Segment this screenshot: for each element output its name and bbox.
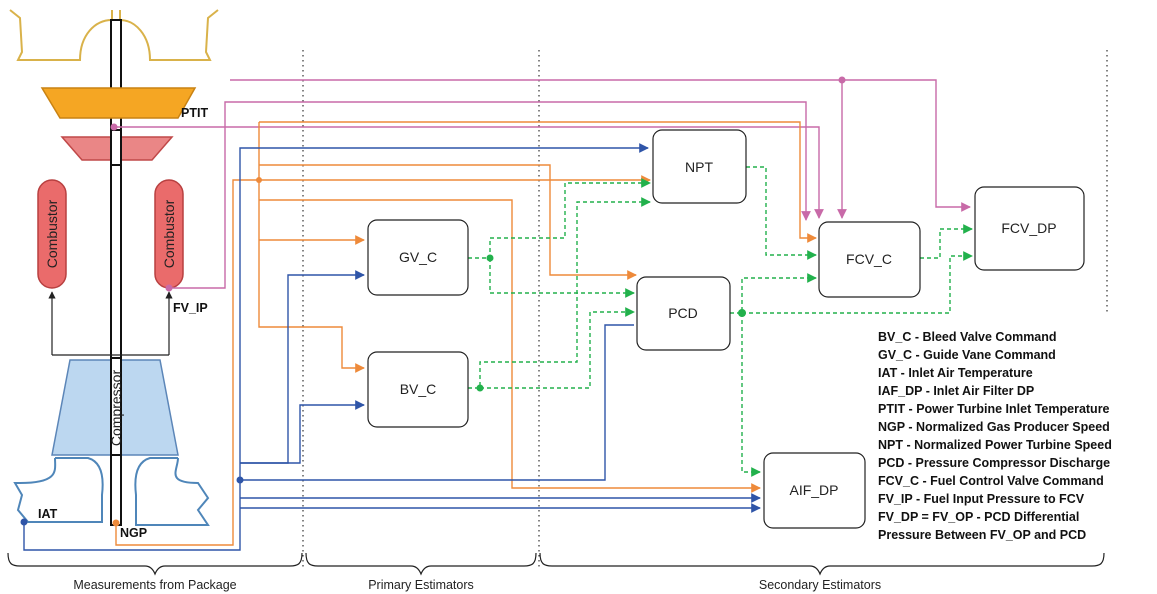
bv-c-label: BV_C	[400, 381, 437, 397]
gv-c-label: GV_C	[399, 249, 437, 265]
box-fcv-c: FCV_C	[818, 221, 921, 298]
legend-item: IAF_DP - Inlet Air Filter DP	[878, 384, 1034, 398]
ngp-label: NGP	[120, 526, 147, 540]
legend-item: NPT - Normalized Power Turbine Speed	[878, 438, 1112, 452]
ngp-signal-lines	[115, 121, 817, 546]
section-secondary-label: Secondary Estimators	[759, 578, 881, 592]
ptit-signal-lines	[114, 79, 971, 289]
legend-item: GV_C - Guide Vane Command	[878, 348, 1056, 362]
legend: BV_C - Bleed Valve Command GV_C - Guide …	[878, 330, 1112, 542]
fv-ip-label: FV_IP	[173, 301, 208, 315]
legend-item: NGP - Normalized Gas Producer Speed	[878, 420, 1110, 434]
power-turbine	[40, 87, 197, 119]
legend-item: IAT - Inlet Air Temperature	[878, 366, 1033, 380]
ptit-label: PTIT	[181, 106, 208, 120]
combustor-left-label: Combustor	[44, 199, 60, 268]
legend-item: Pressure Between FV_OP and PCD	[878, 528, 1086, 542]
combustor-right: Combustor	[154, 179, 184, 289]
aif-dp-label: AIF_DP	[789, 482, 838, 498]
npt-label: NPT	[685, 159, 713, 175]
section-primary-label: Primary Estimators	[368, 578, 474, 592]
exhaust-ducts	[9, 9, 219, 61]
box-fcv-dp: FCV_DP	[974, 186, 1085, 271]
legend-item: BV_C - Bleed Valve Command	[878, 330, 1057, 344]
section-braces	[7, 552, 1105, 576]
iat-label: IAT	[38, 507, 58, 521]
iat-signal-lines	[23, 143, 761, 551]
box-pcd: PCD	[636, 276, 731, 351]
pcd-label: PCD	[668, 305, 698, 321]
inlet-ducts	[13, 457, 210, 526]
box-npt: NPT	[652, 129, 747, 204]
box-gv-c: GV_C	[367, 219, 469, 296]
legend-item: FV_DP = FV_OP - PCD Differential	[878, 510, 1079, 524]
box-bv-c: BV_C	[367, 351, 469, 428]
fcv-c-label: FCV_C	[846, 251, 892, 267]
legend-item: FCV_C - Fuel Control Valve Command	[878, 474, 1104, 488]
combustor-left: Combustor	[37, 179, 67, 289]
legend-item: PTIT - Power Turbine Inlet Temperature	[878, 402, 1110, 416]
legend-item: FV_IP - Fuel Input Pressure to FCV	[878, 492, 1085, 506]
legend-item: PCD - Pressure Compressor Discharge	[878, 456, 1110, 470]
fcv-dp-label: FCV_DP	[1001, 220, 1056, 236]
compressor-label: Compressor	[108, 370, 124, 447]
box-aif-dp: AIF_DP	[763, 452, 866, 529]
combustor-right-label: Combustor	[161, 199, 177, 268]
section-measurements-label: Measurements from Package	[73, 578, 236, 592]
